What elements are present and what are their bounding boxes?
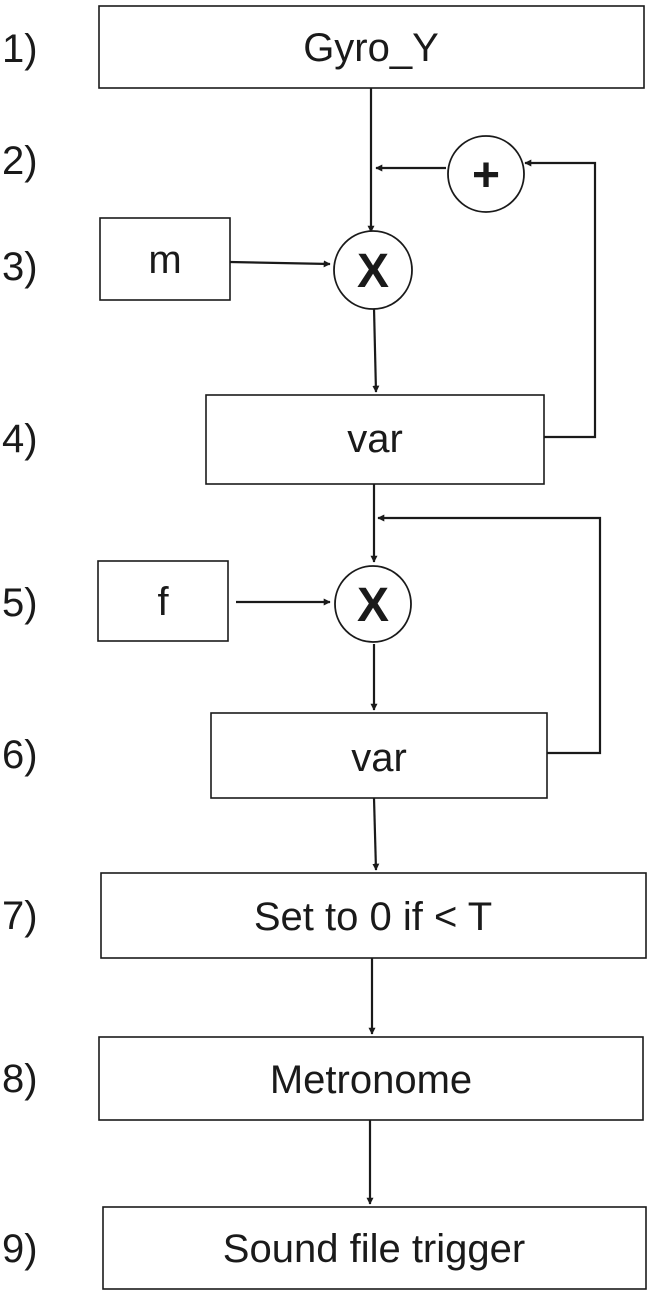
- step-number-2: 2): [2, 139, 38, 183]
- var1-box: [205, 394, 545, 485]
- add-operator-circle: [447, 135, 525, 213]
- step-number-8: 8): [2, 1057, 38, 1101]
- feedback-var2-to-mainline: [377, 514, 602, 755]
- step-number-4: 4): [2, 417, 38, 461]
- multiply-operator-1-symbol: X: [357, 245, 389, 298]
- gyro-y-box: [98, 5, 645, 89]
- step-number-3: 3): [2, 245, 38, 289]
- f-label: f: [157, 580, 169, 624]
- m-box: [99, 217, 231, 301]
- multiply-operator-2-symbol: X: [357, 579, 389, 632]
- threshold-box: [100, 872, 647, 959]
- step-number-6: 6): [2, 733, 38, 777]
- sound-trigger-label: Sound file trigger: [223, 1227, 525, 1271]
- step-number-7: 7): [2, 894, 38, 938]
- feedback-var1-to-add: [524, 159, 597, 439]
- step-number-1: 1): [2, 27, 38, 71]
- multiply-operator-2-circle: [334, 565, 412, 643]
- arrow-var2-to-threshold: [372, 797, 380, 871]
- metronome-box: [98, 1036, 644, 1121]
- threshold-label: Set to 0 if < T: [254, 895, 492, 939]
- multiply-operator-1-circle: [333, 230, 413, 310]
- step-number-5: 5): [2, 581, 38, 625]
- arrow-multiply-to-var1: [372, 307, 380, 393]
- var2-label: var: [351, 736, 407, 780]
- gyro-y-label: Gyro_Y: [303, 26, 439, 70]
- sound-trigger-box: [102, 1206, 647, 1290]
- var2-box: [210, 712, 548, 799]
- f-box: [97, 560, 229, 642]
- arrow-m-to-multiply: [229, 260, 331, 268]
- metronome-label: Metronome: [270, 1058, 472, 1102]
- var1-label: var: [347, 417, 403, 461]
- m-label: m: [148, 238, 181, 282]
- add-operator-symbol: +: [472, 149, 500, 202]
- step-number-9: 9): [2, 1227, 38, 1271]
